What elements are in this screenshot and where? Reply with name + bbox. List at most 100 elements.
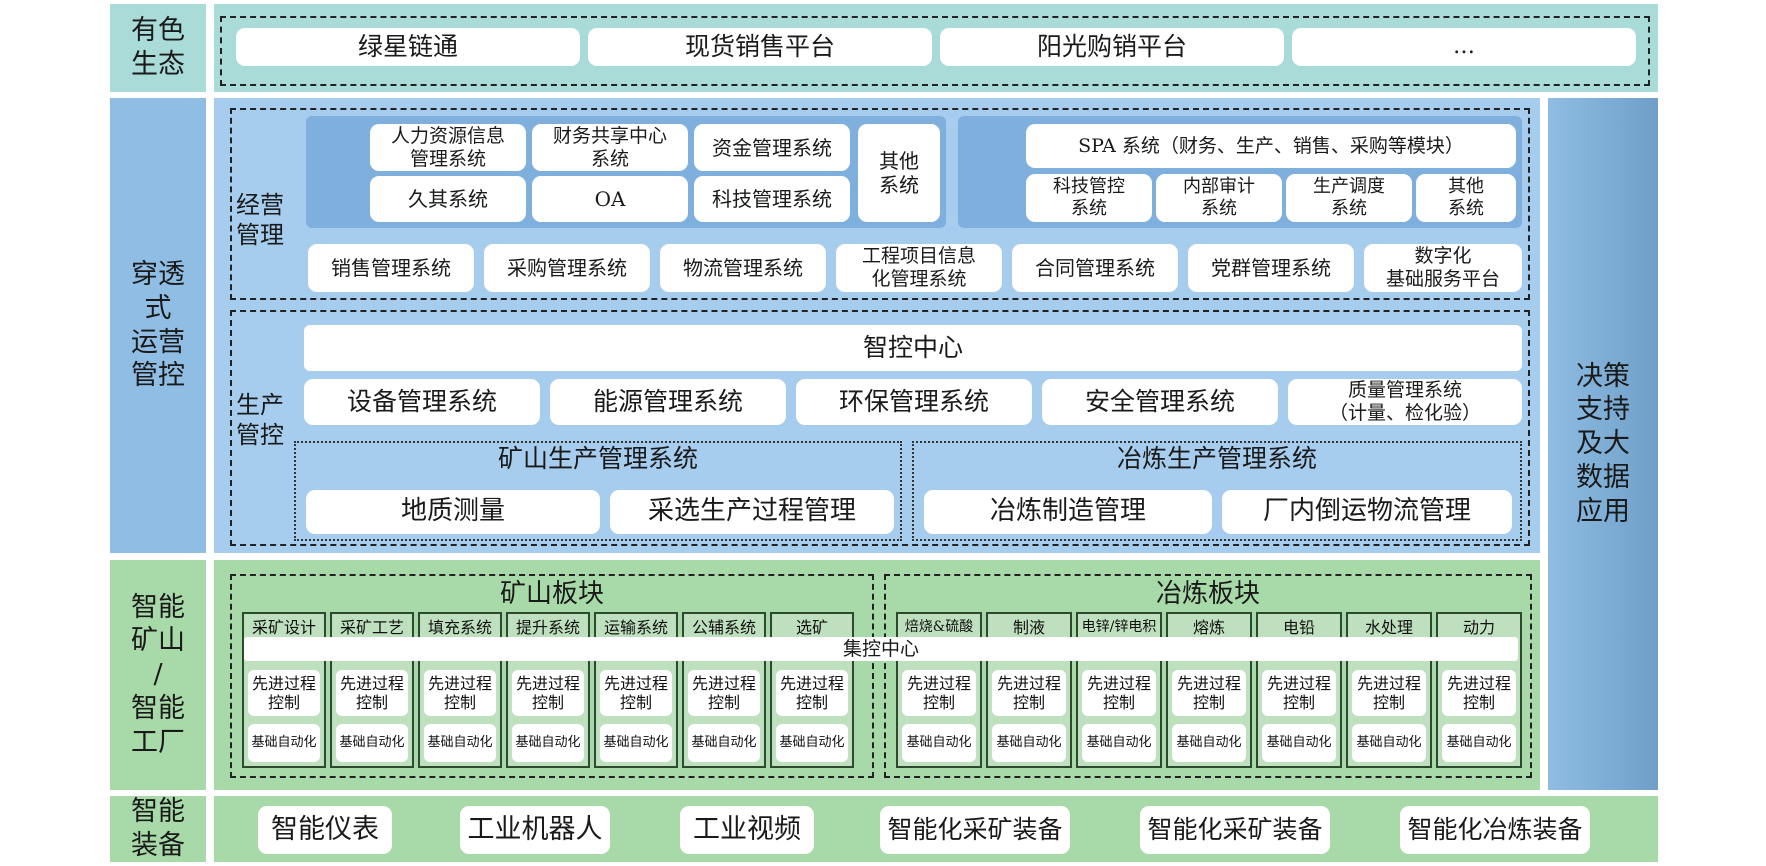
business-system: 销售管理系统 [308, 244, 474, 292]
process-column: 动力先进过程 控制基础自动化 [1436, 612, 1522, 768]
smelt-production-title: 冶炼生产管理系统 [1116, 444, 1317, 474]
layer-smart-mine-band [110, 560, 206, 790]
smelt-production-item: 厂内倒运物流管理 [1222, 490, 1512, 534]
process-column-title: 采矿设计 [251, 618, 316, 637]
process-column: 熔炼先进过程 控制基础自动化 [1166, 612, 1252, 768]
mine-section-frame [230, 574, 874, 778]
smelt-production-item: 冶炼制造管理 [924, 490, 1212, 534]
business-system: 工程项目信息 化管理系统 [836, 244, 1002, 292]
basic-automation: 基础自动化 [248, 724, 320, 762]
equipment-item: 智能化冶炼装备 [1400, 806, 1590, 854]
ecosystem-item: … [1292, 28, 1636, 66]
advanced-process-control: 先进过程 控制 [512, 670, 584, 716]
business-system: 合同管理系统 [1012, 244, 1178, 292]
process-column: 制液先进过程 控制基础自动化 [986, 612, 1072, 768]
mine-production-item: 采选生产过程管理 [610, 490, 894, 534]
process-column-title: 公辅系统 [691, 618, 756, 637]
production-label: 生产 管控 [236, 391, 284, 449]
layer-operations-label: 穿透 式 运营 管控 [131, 259, 185, 392]
process-column-title: 电铅 [1282, 618, 1315, 637]
spa-system: SPA 系统（财务、生产、销售、采购等模块） [1026, 124, 1516, 168]
business-system: 数字化 基础服务平台 [1364, 244, 1522, 292]
business-system: 资金管理系统 [694, 124, 850, 171]
advanced-process-control: 先进过程 控制 [902, 670, 976, 716]
control-center: 智控中心 [304, 325, 1522, 371]
process-column-title: 提升系统 [515, 618, 580, 637]
business-system: 物流管理系统 [660, 244, 826, 292]
business-system: OA [532, 176, 688, 222]
basic-automation: 基础自动化 [512, 724, 584, 762]
smelt-section-title: 冶炼板块 [1155, 578, 1260, 609]
advanced-process-control: 先进过程 控制 [600, 670, 672, 716]
basic-automation: 基础自动化 [992, 724, 1066, 762]
smelt-section-frame [884, 574, 1532, 778]
basic-automation: 基础自动化 [1082, 724, 1156, 762]
basic-automation: 基础自动化 [600, 724, 672, 762]
advanced-process-control: 先进过程 控制 [776, 670, 848, 716]
business-system: 其他 系统 [1416, 174, 1516, 222]
ecosystem-item: 绿星链通 [236, 28, 580, 66]
equipment-item: 智能仪表 [258, 806, 392, 854]
process-column-title: 焙烧&硫酸 [904, 619, 974, 635]
layer-ecosystem-band [110, 4, 206, 92]
business-system: 采购管理系统 [484, 244, 650, 292]
basic-automation: 基础自动化 [1442, 724, 1516, 762]
layer-smart-mine-label: 智能 矿山 / 智能 工厂 [131, 591, 185, 758]
process-column-title: 运输系统 [603, 618, 668, 637]
basic-automation: 基础自动化 [336, 724, 408, 762]
layer-operations-band [110, 98, 206, 553]
layer-ecosystem-label: 有色 生态 [131, 15, 185, 80]
business-label: 经营 管理 [236, 191, 284, 249]
production-system: 能源管理系统 [550, 379, 786, 425]
production-system: 质量管理系统 （计量、检化验） [1288, 379, 1522, 425]
business-system: 党群管理系统 [1188, 244, 1354, 292]
production-system: 安全管理系统 [1042, 379, 1278, 425]
production-system: 环保管理系统 [796, 379, 1032, 425]
process-column-title: 电锌/锌电积 [1081, 619, 1157, 635]
business-system: 财务共享中心 系统 [532, 124, 688, 171]
business-dashed-frame [230, 108, 1530, 300]
business-system: 生产调度 系统 [1286, 174, 1412, 222]
process-column-title: 熔炼 [1192, 618, 1225, 637]
equipment-item: 智能化采矿装备 [880, 806, 1070, 854]
business-system: 内部审计 系统 [1156, 174, 1282, 222]
process-column-title: 制液 [1012, 618, 1045, 637]
basic-automation: 基础自动化 [776, 724, 848, 762]
process-column: 采矿工艺先进过程 控制基础自动化 [330, 612, 414, 768]
basic-automation: 基础自动化 [902, 724, 976, 762]
decision-column-band [1548, 98, 1658, 790]
smelt-production-frame [912, 441, 1522, 541]
process-column-title: 水处理 [1364, 618, 1413, 637]
basic-automation: 基础自动化 [1352, 724, 1426, 762]
equipment-item: 工业视频 [680, 806, 814, 854]
process-column: 采矿设计先进过程 控制基础自动化 [242, 612, 326, 768]
process-column-title: 填充系统 [427, 618, 492, 637]
ecosystem-item: 阳光购销平台 [940, 28, 1284, 66]
process-column-title: 采矿工艺 [339, 618, 404, 637]
business-system: 人力资源信息 管理系统 [370, 124, 526, 171]
production-dashed-frame [230, 310, 1530, 546]
equipment-item: 智能化采矿装备 [1140, 806, 1330, 854]
process-column: 填充系统先进过程 控制基础自动化 [418, 612, 502, 768]
decision-column-label: 决策 支持 及大 数据 应用 [1576, 360, 1630, 527]
ecosystem-item: 现货销售平台 [588, 28, 932, 66]
central-control-bar: 集控中心 [244, 637, 1518, 661]
process-column: 提升系统先进过程 控制基础自动化 [506, 612, 590, 768]
process-column: 运输系统先进过程 控制基础自动化 [594, 612, 678, 768]
production-system: 设备管理系统 [304, 379, 540, 425]
mine-production-title: 矿山生产管理系统 [497, 444, 698, 474]
basic-automation: 基础自动化 [424, 724, 496, 762]
process-column: 电锌/锌电积先进过程 控制基础自动化 [1076, 612, 1162, 768]
business-system: 久其系统 [370, 176, 526, 222]
advanced-process-control: 先进过程 控制 [1442, 670, 1516, 716]
mine-section-title: 矿山板块 [499, 578, 604, 609]
process-column: 电铅先进过程 控制基础自动化 [1256, 612, 1342, 768]
advanced-process-control: 先进过程 控制 [1082, 670, 1156, 716]
advanced-process-control: 先进过程 控制 [1172, 670, 1246, 716]
business-other-system: 其他 系统 [858, 124, 940, 222]
advanced-process-control: 先进过程 控制 [424, 670, 496, 716]
layer-equipment-band [110, 796, 206, 862]
equipment-item: 工业机器人 [460, 806, 610, 854]
layer-equipment-label: 智能 装备 [131, 796, 185, 861]
basic-automation: 基础自动化 [1262, 724, 1336, 762]
